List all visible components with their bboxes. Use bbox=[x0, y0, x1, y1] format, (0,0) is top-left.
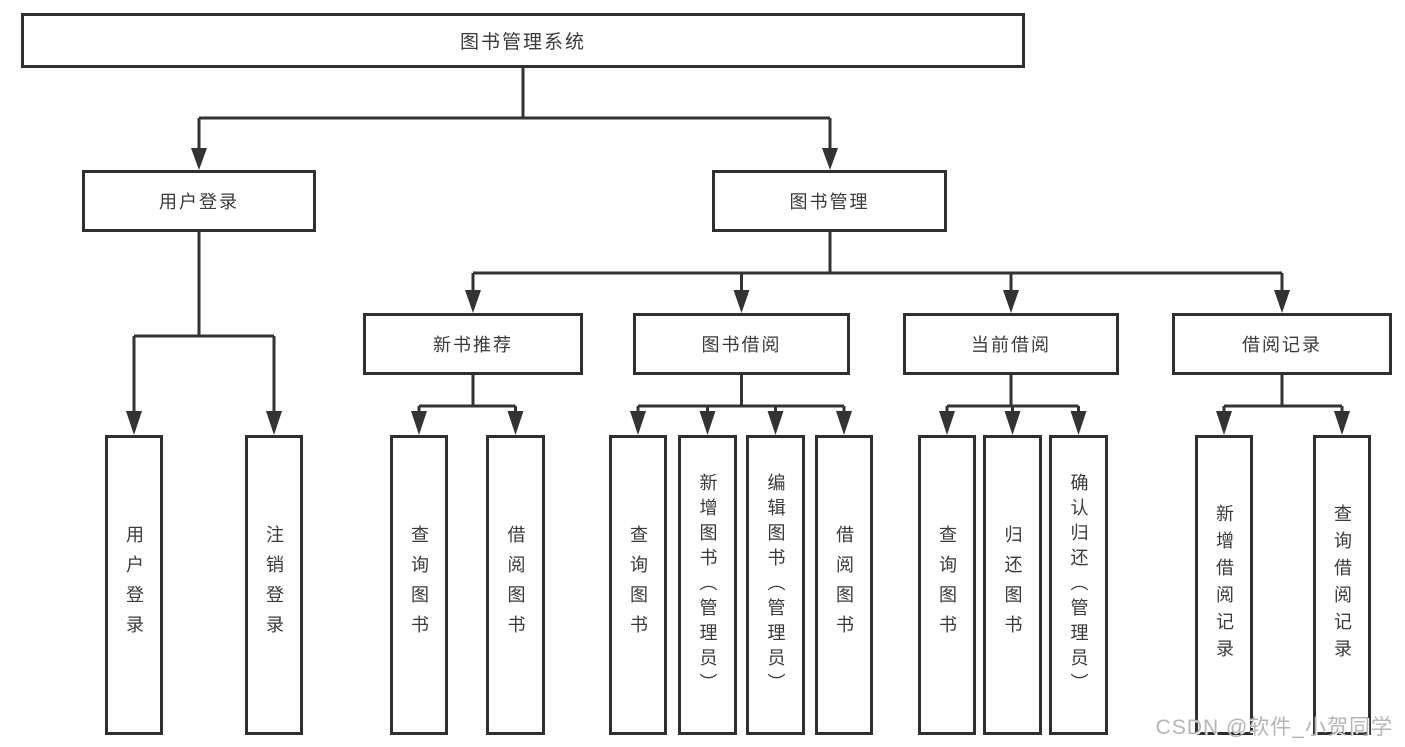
csdn-watermark: CSDN @软件_小贺同学 bbox=[1155, 716, 1393, 739]
leaf-add-borrow-record: 新增借阅记录 bbox=[1195, 435, 1253, 735]
connector-root-to-level2 bbox=[191, 68, 838, 170]
node-book-borrowing: 图书借阅 bbox=[633, 313, 850, 375]
leaf-add-books-admin: 新增图书（管理员） bbox=[678, 435, 737, 735]
node-borrowing-records: 借阅记录 bbox=[1172, 313, 1392, 375]
node-user-login: 用户登录 bbox=[82, 170, 316, 232]
leaf-query-books-borrowing: 查询图书 bbox=[609, 435, 667, 735]
node-book-management: 图书管理 bbox=[712, 170, 947, 232]
leaf-borrow-books-borrowing: 借阅图书 bbox=[815, 435, 873, 735]
leaf-return-books: 归还图书 bbox=[983, 435, 1042, 735]
connector-login-to-leaves bbox=[126, 232, 282, 435]
leaf-edit-books-admin: 编辑图书（管理员） bbox=[746, 435, 805, 735]
leaf-user-login: 用户登录 bbox=[105, 435, 163, 735]
connector-newbook-to-leaves bbox=[411, 375, 524, 435]
connector-records-to-leaves bbox=[1216, 375, 1350, 435]
connector-borrowing-to-leaves bbox=[630, 375, 852, 435]
leaf-query-books-recommend: 查询图书 bbox=[390, 435, 448, 735]
connector-bookmgmt-to-level3 bbox=[465, 232, 1290, 313]
leaf-confirm-return-admin: 确认归还（管理员） bbox=[1049, 435, 1108, 735]
connector-current-to-leaves bbox=[939, 375, 1087, 435]
node-current-borrowing: 当前借阅 bbox=[903, 313, 1119, 375]
leaf-query-borrow-record: 查询借阅记录 bbox=[1313, 435, 1371, 735]
leaf-borrow-books-recommend: 借阅图书 bbox=[486, 435, 545, 735]
node-library-management-system: 图书管理系统 bbox=[21, 13, 1025, 68]
leaf-logout: 注销登录 bbox=[245, 435, 303, 735]
leaf-query-books-current: 查询图书 bbox=[918, 435, 976, 735]
node-new-book-recommendation: 新书推荐 bbox=[363, 313, 583, 375]
